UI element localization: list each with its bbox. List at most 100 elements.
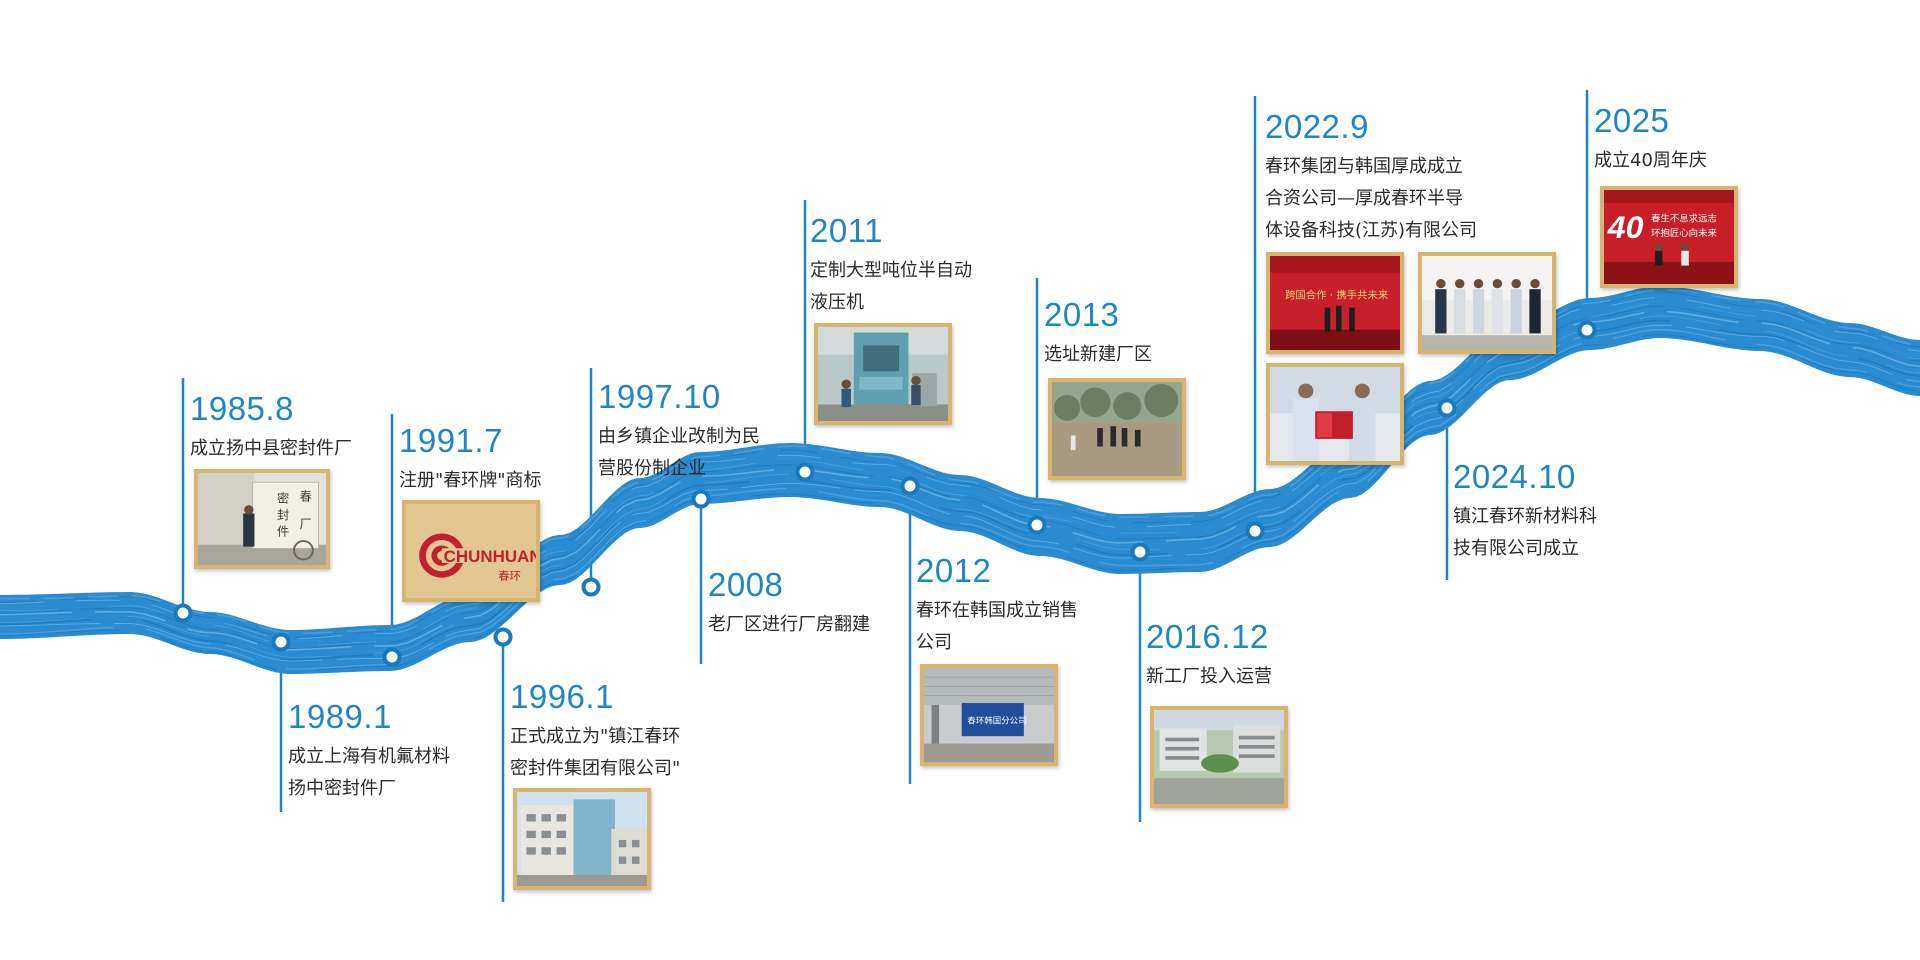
photo-jv-signing <box>1266 363 1404 465</box>
korea-branch-sign: 春环韩国分公司 <box>967 715 1026 725</box>
event-description: 老厂区进行厂房翻建 <box>708 609 870 641</box>
event-year: 2013 <box>1044 296 1120 333</box>
event-description-line: 技有限公司成立 <box>1453 538 1579 559</box>
timeline-event-2013: 2013 选址新建厂区 <box>1044 298 1152 371</box>
timeline-node-e2016 <box>1130 542 1150 562</box>
event-description: 正式成立为"镇江春环 密封件集团有限公司" <box>510 721 680 785</box>
timeline-event-1997: 1997.10 由乡镇企业改制为民 营股份制企业 <box>598 380 760 485</box>
timeline-event-2008: 2008 老厂区进行厂房翻建 <box>708 568 870 641</box>
ceremony-banner: 跨国合作 · 携手共未来 <box>1285 289 1388 302</box>
ribbon-brush-stroke <box>0 288 1920 635</box>
event-description-line: 正式成立为"镇江春环 <box>510 726 681 747</box>
event-description-line: 液压机 <box>810 292 864 313</box>
event-year: 2016.12 <box>1146 618 1269 655</box>
ribbon-brush-texture <box>0 288 1920 672</box>
ribbon-brush-stroke <box>0 326 1920 666</box>
timeline-event-2022: 2022.9 春环集团与韩国厚成成立 合资公司—厚成春环半导 体设备科技(江苏)… <box>1265 110 1477 247</box>
event-year: 1997.10 <box>598 378 721 415</box>
event-description: 注册"春环牌"商标 <box>399 465 542 497</box>
ribbon-brush-stroke <box>0 328 1920 670</box>
timeline-node-e1996 <box>493 627 513 647</box>
timeline-event-1991: 1991.7 注册"春环牌"商标 <box>399 424 542 497</box>
event-year: 1985.8 <box>190 390 294 427</box>
timeline-event-2016: 2016.12 新工厂投入运营 <box>1146 620 1272 693</box>
timeline-event-2024: 2024.10 镇江春环新材料科 技有限公司成立 <box>1453 460 1597 565</box>
event-description: 新工厂投入运营 <box>1146 661 1272 693</box>
sign-char: 春 <box>300 490 312 504</box>
event-description-line: 合资公司—厚成春环半导 <box>1265 188 1463 209</box>
timeline-node-e2013 <box>1027 515 1047 535</box>
event-description-line: 老厂区进行厂房翻建 <box>708 614 870 635</box>
event-description-line: 镇江春环新材料科 <box>1453 506 1597 527</box>
event-description-line: 选址新建厂区 <box>1044 344 1152 365</box>
timeline-node-e2022 <box>1245 521 1265 541</box>
timeline-node-e2012 <box>900 476 920 496</box>
ribbon-brush-stroke <box>0 300 1920 642</box>
event-year: 2012 <box>916 552 992 589</box>
timeline-nodes <box>173 320 1597 667</box>
event-year: 2025 <box>1594 102 1670 139</box>
event-year: 2011 <box>810 212 883 249</box>
event-description-line: 成立上海有机氟材料 <box>288 746 450 767</box>
event-year: 2022.9 <box>1265 108 1369 145</box>
photo-groundbreaking-2013 <box>1048 378 1186 480</box>
timeline-event-2012: 2012 春环在韩国成立销售 公司 <box>916 554 1078 659</box>
event-description-line: 营股份制企业 <box>598 458 706 479</box>
anniversary-slogan: 环抱匠心向未来 <box>1651 227 1717 239</box>
logo-subtext: 春环 <box>498 570 521 583</box>
event-description-line: 体设备科技(江苏)有限公司 <box>1265 220 1478 241</box>
event-description: 定制大型吨位半自动 液压机 <box>810 255 972 319</box>
timeline-event-1996: 1996.1 正式成立为"镇江春环 密封件集团有限公司" <box>510 680 680 785</box>
ribbon-brush-stroke <box>0 319 1920 661</box>
event-description-line: 公司 <box>916 632 952 653</box>
timeline-node-e2025 <box>1577 320 1597 340</box>
timeline-stems <box>181 90 1589 902</box>
timeline-event-1989: 1989.1 成立上海有机氟材料 扬中密封件厂 <box>288 700 450 805</box>
timeline-node-e2008 <box>691 489 711 509</box>
event-description: 由乡镇企业改制为民 营股份制企业 <box>598 421 760 485</box>
sign-char: 厂 <box>300 517 312 531</box>
event-description: 春环集团与韩国厚成成立 合资公司—厚成春环半导 体设备科技(江苏)有限公司 <box>1265 151 1477 247</box>
photo-jv-group <box>1418 252 1556 354</box>
event-description: 选址新建厂区 <box>1044 339 1152 371</box>
event-description-line: 注册"春环牌"商标 <box>399 470 542 491</box>
event-description-line: 春环集团与韩国厚成成立 <box>1265 156 1463 177</box>
timeline-event-2025: 2025 成立40周年庆 <box>1594 104 1707 177</box>
ribbon-brush-stroke <box>0 324 1920 662</box>
event-year: 1991.7 <box>399 422 503 459</box>
sign-char: 封 <box>277 508 289 522</box>
event-year: 1996.1 <box>510 678 614 715</box>
anniversary-number: 40 <box>1607 209 1644 245</box>
event-year: 2008 <box>708 566 784 603</box>
timeline-node-e1985 <box>173 603 193 623</box>
ribbon-brush-stroke <box>0 296 1920 640</box>
event-year: 1989.1 <box>288 698 392 735</box>
ribbon-brush-stroke <box>0 305 1920 650</box>
ribbon-brush-stroke <box>0 334 1920 672</box>
event-description: 成立上海有机氟材料 扬中密封件厂 <box>288 741 450 805</box>
event-description: 成立40周年庆 <box>1594 145 1707 177</box>
anniversary-slogan: 春生不息求远志 <box>1651 212 1717 224</box>
timeline-node-e1991 <box>382 647 402 667</box>
logo-text: CHUNHUAN <box>444 547 536 566</box>
photo-jv-ceremony-stage: 跨国合作 · 携手共未来 <box>1266 252 1404 354</box>
event-description: 成立扬中县密封件厂 <box>190 433 352 465</box>
event-description-line: 新工厂投入运营 <box>1146 666 1272 687</box>
event-description-line: 成立40周年庆 <box>1594 150 1707 171</box>
sign-char: 密 <box>277 491 289 506</box>
photo-new-factory-aerial <box>1150 706 1288 808</box>
event-description-line: 密封件集团有限公司" <box>510 758 681 779</box>
timeline-node-e1989 <box>271 632 291 652</box>
photo-hydraulic-press <box>814 323 952 425</box>
event-description: 镇江春环新材料科 技有限公司成立 <box>1453 501 1597 565</box>
event-description-line: 定制大型吨位半自动 <box>810 260 972 281</box>
sign-char: 件 <box>277 525 289 539</box>
ribbon-brush-stroke <box>0 310 1920 651</box>
event-year: 2024.10 <box>1453 458 1576 495</box>
event-description-line: 春环在韩国成立销售 <box>916 600 1078 621</box>
event-description: 春环在韩国成立销售 公司 <box>916 595 1078 659</box>
photo-40th-anniversary: 40 春生不息求远志 环抱匠心向未来 <box>1600 186 1738 288</box>
event-description-line: 成立扬中县密封件厂 <box>190 438 352 459</box>
